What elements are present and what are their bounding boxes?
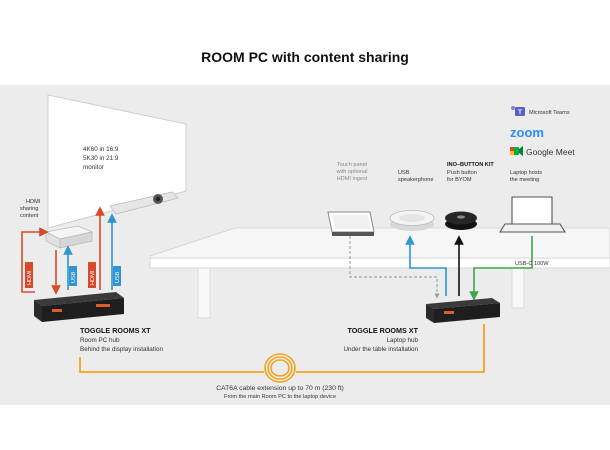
usb-speakerphone xyxy=(389,210,435,231)
cable-label-usb-1: USB xyxy=(69,266,77,286)
left-hub-desc: Behind the display installation xyxy=(80,346,163,353)
google-meet-icon xyxy=(510,146,523,156)
monitor-line-1: 4K60 in 16:9 xyxy=(83,146,119,153)
svg-text:USB: USB xyxy=(71,271,77,283)
laptop-label-1: Laptop hosts xyxy=(510,170,542,176)
left-hub-sub: Room PC hub xyxy=(80,337,120,344)
touch-panel-label-3: HDMI ingest xyxy=(337,176,368,182)
google-meet-label: Google Meet xyxy=(526,147,575,157)
svg-text:T: T xyxy=(518,109,522,116)
ino-button xyxy=(445,211,477,230)
right-hub-desc: Under the table installation xyxy=(343,346,418,353)
ino-kit-title: INO–BUTTON KIT xyxy=(447,162,494,168)
right-hub-cables xyxy=(349,235,533,301)
cat6a-cable xyxy=(79,324,485,383)
laptop xyxy=(499,196,566,233)
teams-logo: T xyxy=(511,106,525,116)
ino-kit-desc-1: Push button xyxy=(447,170,477,176)
page-title: ROOM PC with content sharing xyxy=(201,49,409,65)
svg-text:HDMI: HDMI xyxy=(27,270,33,285)
right-hub-title: TOGGLE ROOMS XT xyxy=(347,326,418,335)
left-hub-title: TOGGLE ROOMS XT xyxy=(80,326,151,335)
right-hub-device xyxy=(426,298,500,323)
hdmi-sharing-label-3: content xyxy=(20,213,39,219)
monitor-line-3: monitor xyxy=(83,164,104,171)
laptop-label-2: the meeting xyxy=(510,177,539,183)
left-hub-cables xyxy=(21,206,117,295)
touch-panel xyxy=(327,211,375,236)
speakerphone-label-1: USB xyxy=(398,170,410,176)
teams-label: Microsoft Teams xyxy=(529,110,570,116)
hdmi-sharing-label-2: sharing xyxy=(20,206,38,212)
cable-label-hdmi-2: HDMI xyxy=(88,262,96,288)
video-bar-camera xyxy=(109,191,179,215)
cable-label-usb-2: USB xyxy=(113,266,121,286)
cable-caption-main: CAT6A cable extension up to 70 m (230 ft… xyxy=(216,385,344,392)
speakerphone-label-2: speakerphone xyxy=(398,177,433,183)
usb-c-label: USB-C 100W xyxy=(515,261,549,267)
zoom-logo: zoom xyxy=(510,125,544,140)
cable-caption-sub: From the main Room PC to the laptop devi… xyxy=(224,394,336,400)
svg-text:HDMI: HDMI xyxy=(90,270,96,285)
room-pc xyxy=(44,225,94,249)
touch-panel-label-2: with optional xyxy=(335,169,367,175)
left-hub-device xyxy=(34,292,124,322)
ino-kit-desc-2: for BYOM xyxy=(447,177,472,183)
monitor-line-2: 5K30 in 21:9 xyxy=(83,155,119,162)
conference-table xyxy=(149,227,610,319)
hdmi-sharing-label-1: HDMI xyxy=(26,199,41,205)
right-hub-sub: Laptop hub xyxy=(386,337,418,344)
cable-label-hdmi-1: HDMI xyxy=(25,262,33,288)
svg-text:USB: USB xyxy=(115,271,121,283)
touch-panel-label-1: Touch panel xyxy=(337,162,367,168)
wall-monitor: 4K60 in 16:9 5K30 in 21:9 monitor xyxy=(47,94,187,229)
